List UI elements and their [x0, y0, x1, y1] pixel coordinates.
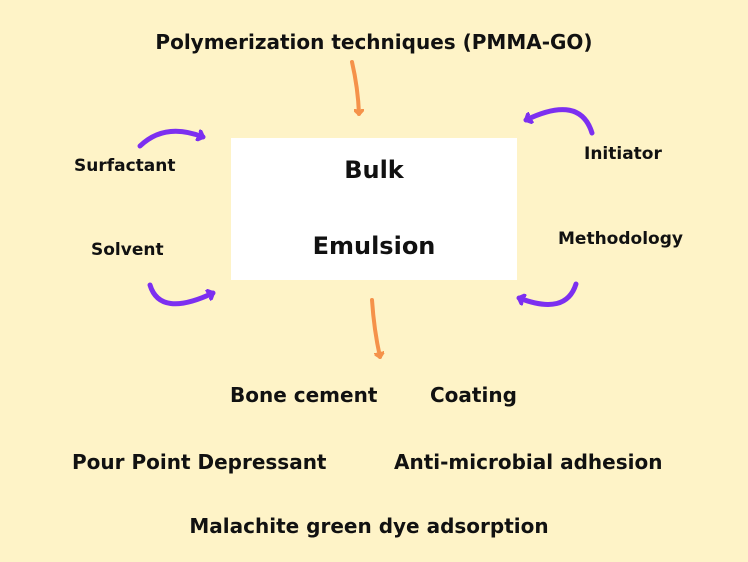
orange-down-arrow-icon: [370, 298, 380, 359]
application-anti-microbial-adhesion: Anti-microbial adhesion: [394, 450, 663, 474]
diagram-title: Polymerization techniques (PMMA-GO): [155, 30, 593, 54]
methods-box: Bulk Emulsion: [231, 138, 517, 280]
purple-curved-arrow-icon: [137, 128, 206, 149]
orange-down-arrow-icon: [350, 60, 359, 116]
application-pour-point-depressant: Pour Point Depressant: [72, 450, 327, 474]
application-coating: Coating: [430, 383, 517, 407]
application-bone-cement: Bone cement: [230, 383, 378, 407]
purple-curved-arrow-icon: [523, 107, 595, 136]
factor-methodology: Methodology: [558, 229, 683, 249]
factor-initiator: Initiator: [584, 144, 662, 164]
method-emulsion: Emulsion: [312, 232, 436, 260]
method-bulk: Bulk: [344, 156, 404, 184]
application-malachite-dye-adsorption: Malachite green dye adsorption: [189, 514, 549, 538]
purple-curved-arrow-icon: [147, 282, 216, 307]
factor-solvent: Solvent: [91, 240, 164, 260]
purple-curved-arrow-icon: [516, 281, 579, 307]
factor-surfactant: Surfactant: [74, 156, 176, 176]
